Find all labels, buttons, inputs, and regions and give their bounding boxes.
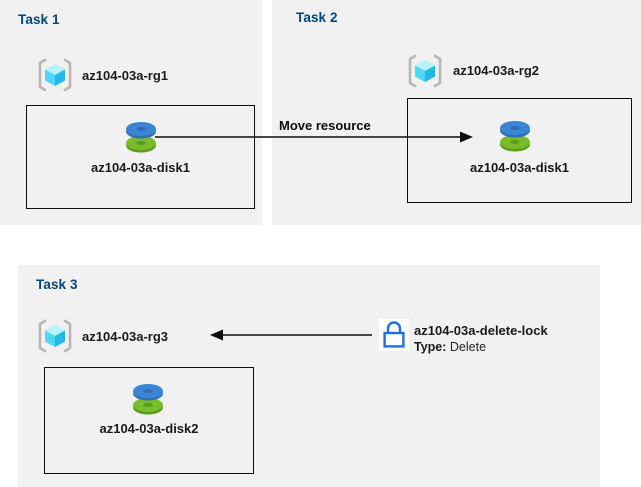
task-2-heading: Task 2 [296,10,338,25]
resource-group-label-3: az104-03a-rg3 [82,329,168,344]
managed-disk-icon [495,112,535,154]
resource-group-label-1: az104-03a-rg1 [82,68,168,83]
lock-name-label: az104-03a-delete-lock [414,323,548,338]
resource-group-icon [406,52,444,90]
resource-group-icon [36,317,74,355]
resource-group-icon [36,56,74,94]
lock-applies-arrow [210,329,372,341]
managed-disk-icon [128,375,168,417]
disk-label-1: az104-03a-disk1 [90,160,190,175]
resource-box-2 [407,98,632,203]
task-panel-3 [18,265,600,487]
resource-box-1 [26,105,255,209]
managed-disk-icon [121,113,161,155]
resource-box-3 [44,367,254,474]
move-resource-arrow [155,131,473,143]
task-3-heading: Task 3 [36,277,78,292]
move-resource-label: Move resource [279,118,371,133]
lock-type-row: Type: Delete [414,340,486,354]
task-panel-1 [0,0,262,225]
lock-type-value: Delete [449,340,487,354]
lock-type-key: Type: [414,340,447,354]
disk-label-3: az104-03a-disk2 [99,421,199,436]
padlock-icon [379,319,409,351]
disk-label-2: az104-03a-disk1 [469,160,569,175]
task-1-heading: Task 1 [18,12,60,27]
task-panel-2 [272,0,641,225]
resource-group-label-2: az104-03a-rg2 [453,63,539,78]
